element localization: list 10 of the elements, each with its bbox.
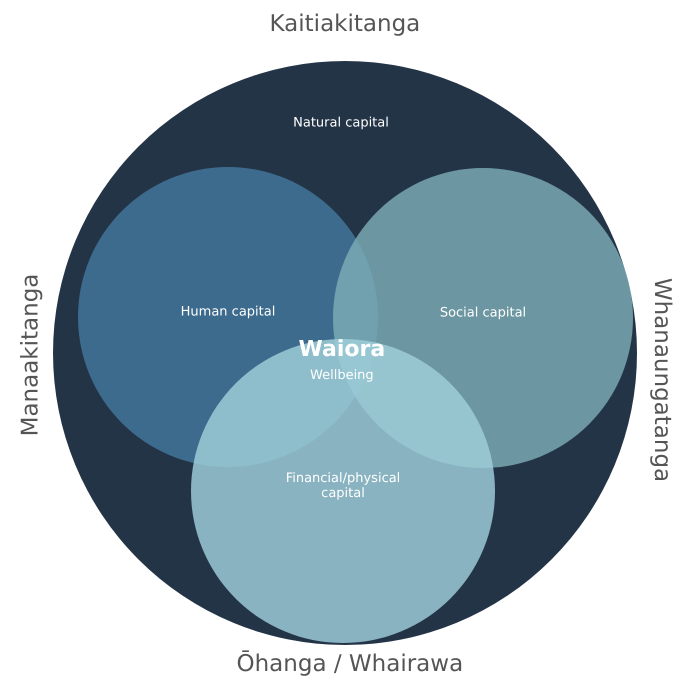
circle-label: Human capital <box>180 304 276 320</box>
value-label: Manaakitanga <box>16 274 43 436</box>
value-label: Kaitiakitanga <box>270 11 420 37</box>
circle-label: Financial/physical capital <box>284 471 402 501</box>
value-label: Ōhanga / Whairawa <box>236 651 464 677</box>
center-subtitle: Wellbeing <box>310 368 374 382</box>
circle-label: Social capital <box>438 306 528 320</box>
value-label: Whanaungatanga <box>649 278 676 482</box>
center-title: Waiora <box>298 336 386 362</box>
circle-label: Natural capital <box>292 116 390 130</box>
